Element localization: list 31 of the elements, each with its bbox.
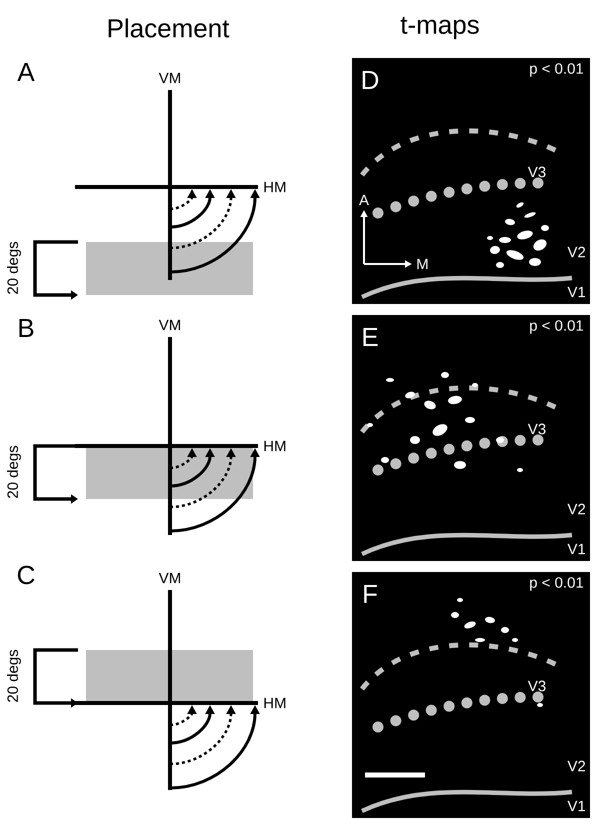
panel-letter: C (18, 566, 34, 584)
axis-label: A (359, 194, 369, 206)
axis-label: 20 degs (7, 242, 21, 294)
p-value-label: p < 0.01 (530, 577, 584, 591)
p-value-label: p < 0.01 (530, 63, 584, 77)
area-label: V2 (568, 246, 586, 258)
area-label: V2 (568, 504, 586, 514)
area-label: V1 (568, 800, 586, 812)
area-label: V3 (528, 424, 546, 434)
section-heading: t-maps (400, 16, 479, 40)
axis-label: HM (264, 698, 286, 708)
panel-letter: A (17, 63, 35, 81)
axis-label: HM (264, 440, 286, 452)
area-label: V1 (568, 286, 586, 298)
axis-label: HM (264, 182, 286, 192)
panel-letter: B (19, 319, 34, 337)
axis-label: 20 degs (7, 650, 21, 702)
panel-letter: F (364, 585, 377, 603)
area-label: V3 (528, 166, 546, 178)
panel-letter: E (363, 328, 378, 346)
axis-label: VM (158, 572, 180, 584)
axis-label: M (417, 258, 428, 270)
area-label: V2 (568, 760, 586, 772)
panel-letter: D (362, 71, 378, 89)
axis-label: VM (158, 72, 180, 84)
area-label: V3 (528, 680, 546, 692)
axis-label: 20 degs (7, 446, 21, 498)
section-heading: Placement (108, 18, 230, 38)
axis-label: VM (158, 320, 180, 330)
area-label: V1 (568, 544, 586, 554)
p-value-label: p < 0.01 (530, 320, 584, 334)
